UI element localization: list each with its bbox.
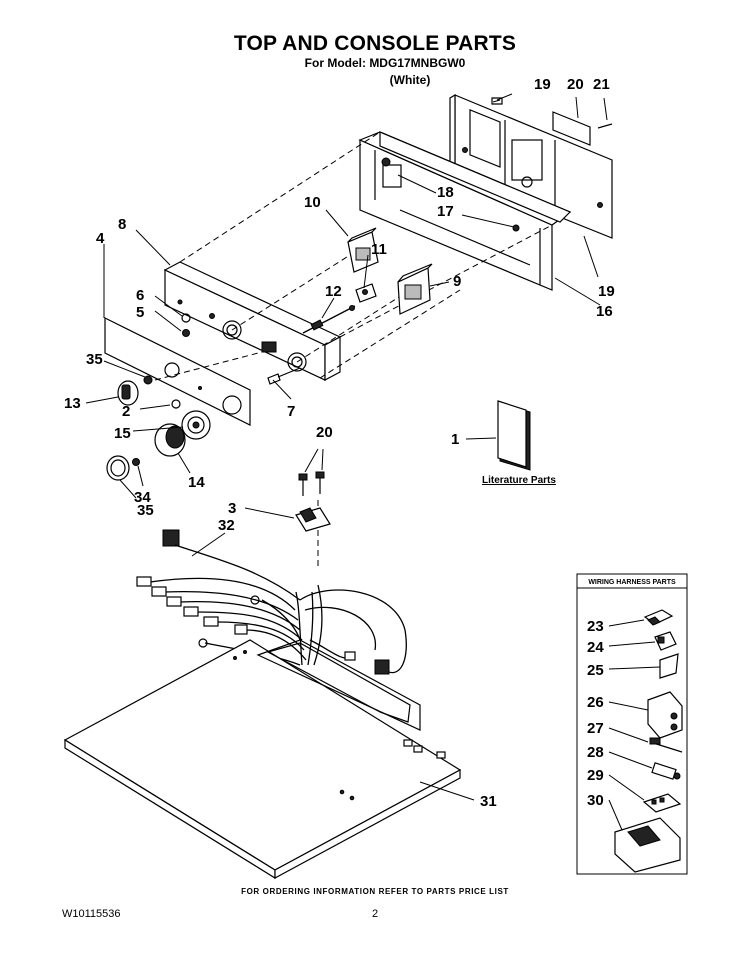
callout-14: 14 <box>188 474 205 491</box>
callout-34: 35 <box>137 502 154 519</box>
callout-12: 12 <box>325 283 342 300</box>
literature-booklet <box>497 400 531 471</box>
callout-32: 32 <box>218 517 235 534</box>
callout-8: 8 <box>118 216 126 233</box>
callout-20-top: 19 <box>534 76 551 93</box>
callout-3: 3 <box>228 500 236 517</box>
callout-20-mid: 20 <box>316 424 333 441</box>
callout-labels: 19 20 21 18 17 19 16 10 11 12 9 8 4 6 5 … <box>64 76 676 810</box>
callout-23: 23 <box>587 618 604 635</box>
callout-19: 19 <box>598 283 615 300</box>
callout-31: 31 <box>480 793 497 810</box>
callout-25: 25 <box>587 662 604 679</box>
literature-parts-label: Literature Parts <box>482 475 556 486</box>
console-front-drawing <box>104 261 342 426</box>
page-number: 2 <box>372 908 379 920</box>
callout-11: 11 <box>371 241 387 258</box>
wire-harness-drawing <box>136 529 407 675</box>
page-title: TOP AND CONSOLE PARTS <box>233 32 517 55</box>
wiring-harness-box <box>576 573 688 875</box>
callout-18: 18 <box>437 184 454 201</box>
callout-9: 9 <box>453 273 461 290</box>
callout-22: 21 <box>593 76 610 93</box>
model-subtitle: For Model: MDG17MNBGW0 <box>304 56 466 70</box>
callout-24: 24 <box>587 639 604 656</box>
callout-6: 6 <box>136 287 144 304</box>
callout-29: 29 <box>587 767 604 784</box>
top-cover-drawing <box>63 639 462 880</box>
callout-13: 13 <box>64 395 81 412</box>
callout-16: 16 <box>596 303 613 320</box>
callout-27: 27 <box>587 720 604 737</box>
callout-21: 20 <box>567 76 584 93</box>
leader-lines <box>85 93 661 831</box>
ordering-note: FOR ORDERING INFORMATION REFER TO PARTS … <box>241 887 509 896</box>
knobs-drawing <box>106 313 211 481</box>
callout-17: 17 <box>437 203 454 220</box>
terminal-block-drawing <box>295 471 331 532</box>
color-variant: (White) <box>389 73 431 87</box>
document-number: W10115536 <box>62 908 121 920</box>
rear-panel-drawing <box>449 93 613 239</box>
callout-26: 26 <box>587 694 604 711</box>
callout-2: 2 <box>122 403 130 420</box>
callout-4: 4 <box>96 230 105 247</box>
callout-33: 34 <box>134 489 151 506</box>
callout-10: 10 <box>304 194 321 211</box>
callout-35: 35 <box>86 351 103 368</box>
callout-15: 15 <box>114 425 131 442</box>
components-drawing <box>267 227 433 385</box>
callout-28: 28 <box>587 744 604 761</box>
callout-5: 5 <box>136 304 144 321</box>
wiring-box-title: WIRING HARNESS PARTS <box>588 579 676 586</box>
console-rear-drawing <box>358 131 572 291</box>
callout-1: 1 <box>451 431 459 448</box>
callout-30: 30 <box>587 792 604 809</box>
callout-7: 7 <box>287 403 295 420</box>
